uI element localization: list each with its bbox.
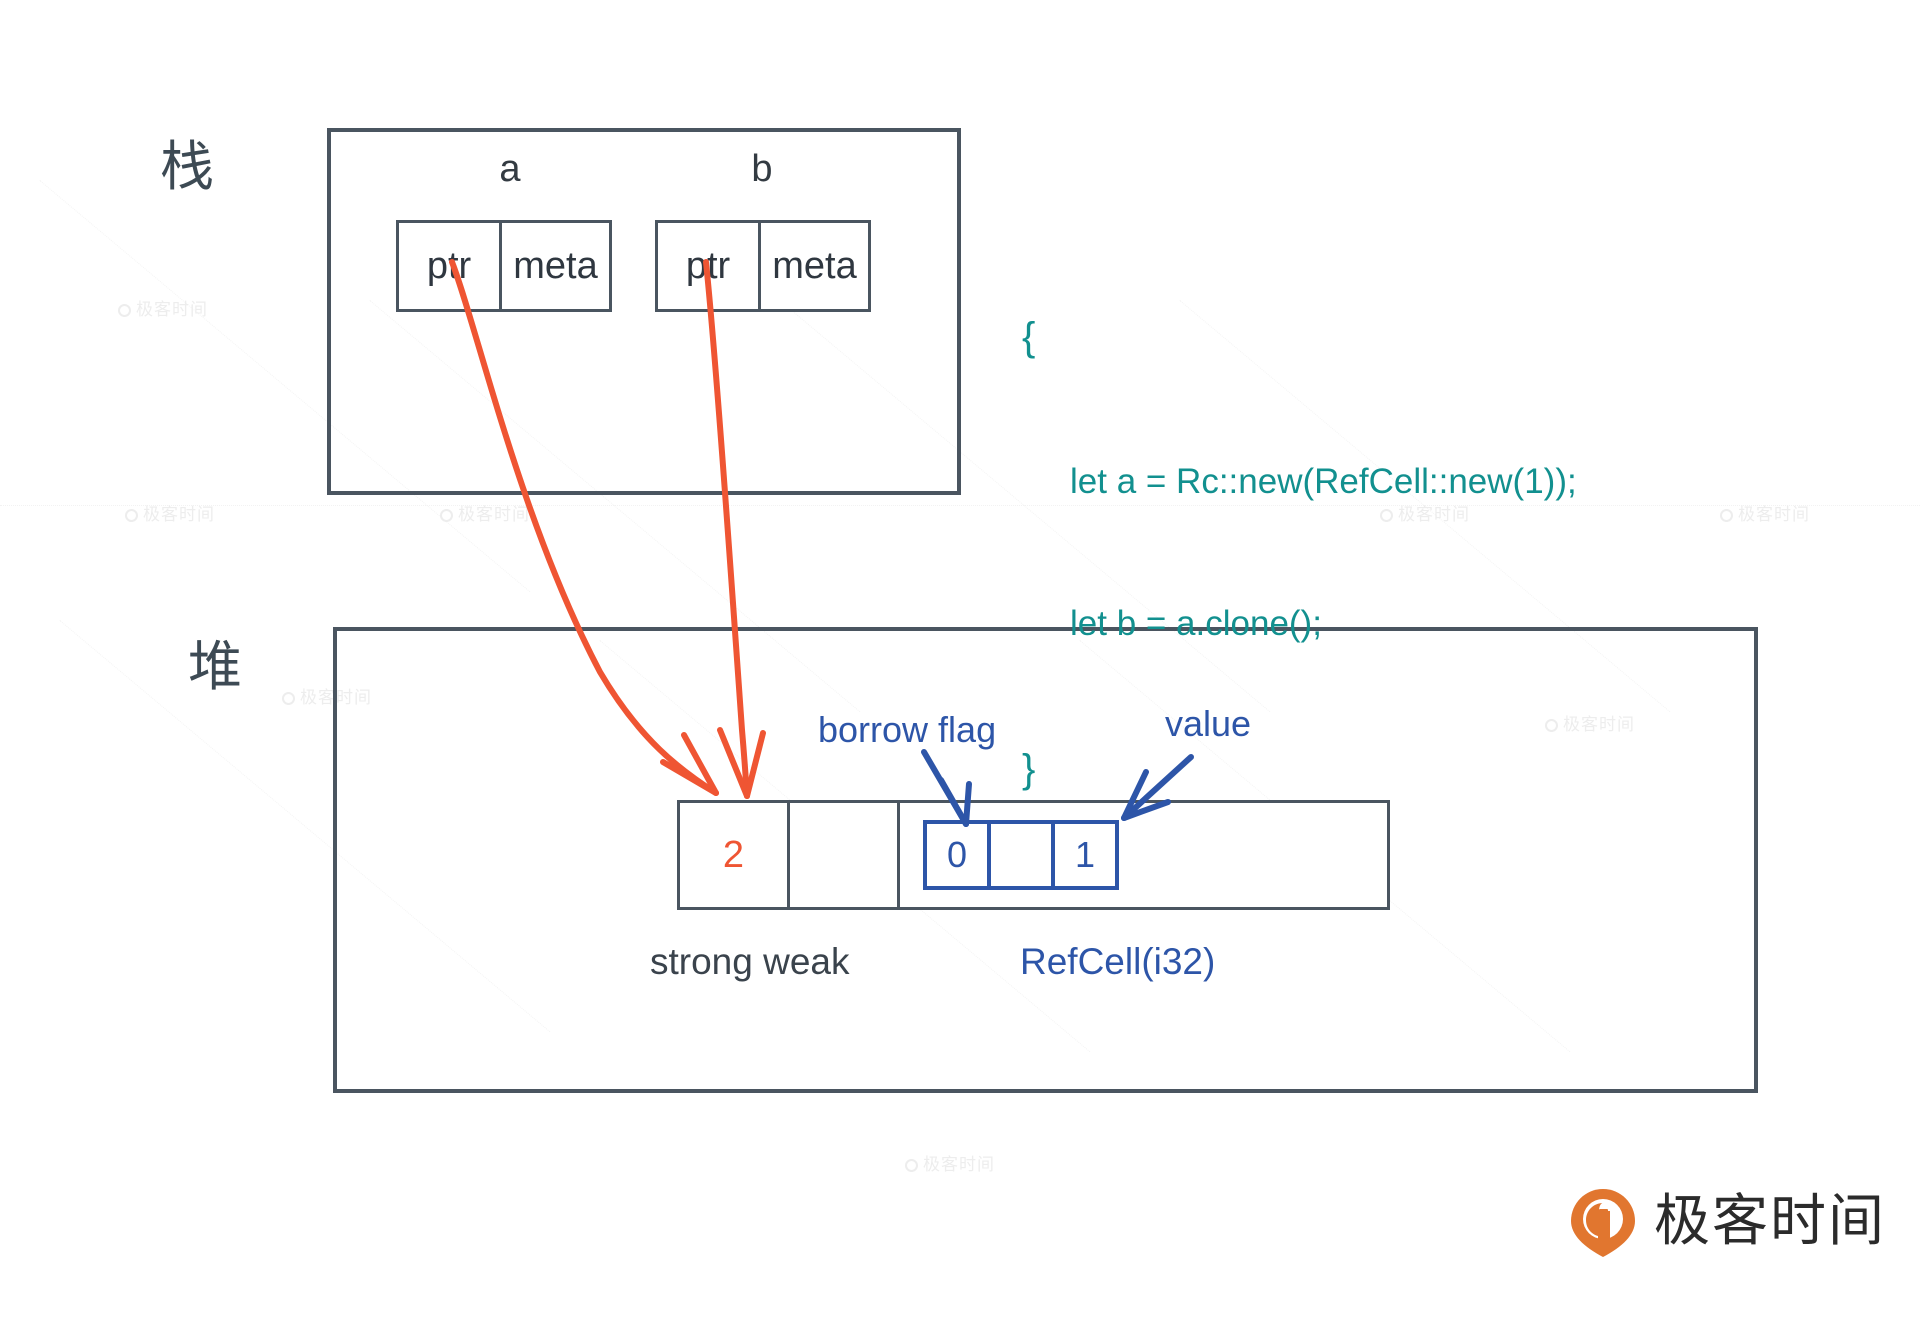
- strong-weak-caption: strong weak: [650, 941, 850, 982]
- watermark-text: 极客时间: [136, 300, 208, 319]
- refcell-caption: RefCell(i32): [1020, 941, 1216, 982]
- heap-cell-strong: 2: [677, 800, 790, 910]
- geektime-pin-icon: [1571, 1189, 1635, 1257]
- watermark-text: 极客时间: [1738, 505, 1810, 524]
- refcell-borrow-flag-box: 0: [923, 820, 991, 890]
- watermark-text: 极客时间: [458, 505, 530, 524]
- value-annotation: value: [1165, 703, 1252, 744]
- code-line-1: let a = Rc::new(RefCell::new(1));: [1070, 462, 1577, 501]
- heap-region-box: [333, 627, 1758, 1093]
- stack-cell-a-ptr: ptr: [396, 220, 502, 312]
- stack-cell-b-ptr: ptr: [655, 220, 761, 312]
- code-open-brace: {: [1022, 314, 1036, 359]
- stack-section-label: 栈: [160, 135, 214, 198]
- stack-var-b-cells: ptr meta: [655, 220, 871, 312]
- borrow-flag-annotation: borrow flag: [818, 709, 997, 750]
- code-close-brace: }: [1022, 746, 1036, 791]
- heap-cell-weak: [787, 800, 900, 910]
- refcell-inner-row: 0 1: [923, 820, 1119, 890]
- stack-var-name-a: a: [499, 148, 521, 190]
- brand-name: 极客时间: [1654, 1189, 1886, 1254]
- refcell-value-box: 1: [1051, 820, 1119, 890]
- code-snippet: { let a = Rc::new(RefCell::new(1)); let …: [1022, 215, 1577, 890]
- heap-section-label: 堆: [188, 635, 242, 698]
- watermark-text: 极客时间: [923, 1155, 995, 1174]
- code-line-2: let b = a.clone();: [1070, 603, 1322, 643]
- watermark-text: 极客时间: [143, 505, 215, 524]
- brand-logo: 极客时间: [1566, 1185, 1886, 1259]
- stack-cell-a-meta: meta: [499, 220, 612, 312]
- refcell-padding-box: [987, 820, 1055, 890]
- stack-cell-b-meta: meta: [758, 220, 871, 312]
- stack-var-name-b: b: [751, 148, 773, 190]
- stack-var-a-cells: ptr meta: [396, 220, 612, 312]
